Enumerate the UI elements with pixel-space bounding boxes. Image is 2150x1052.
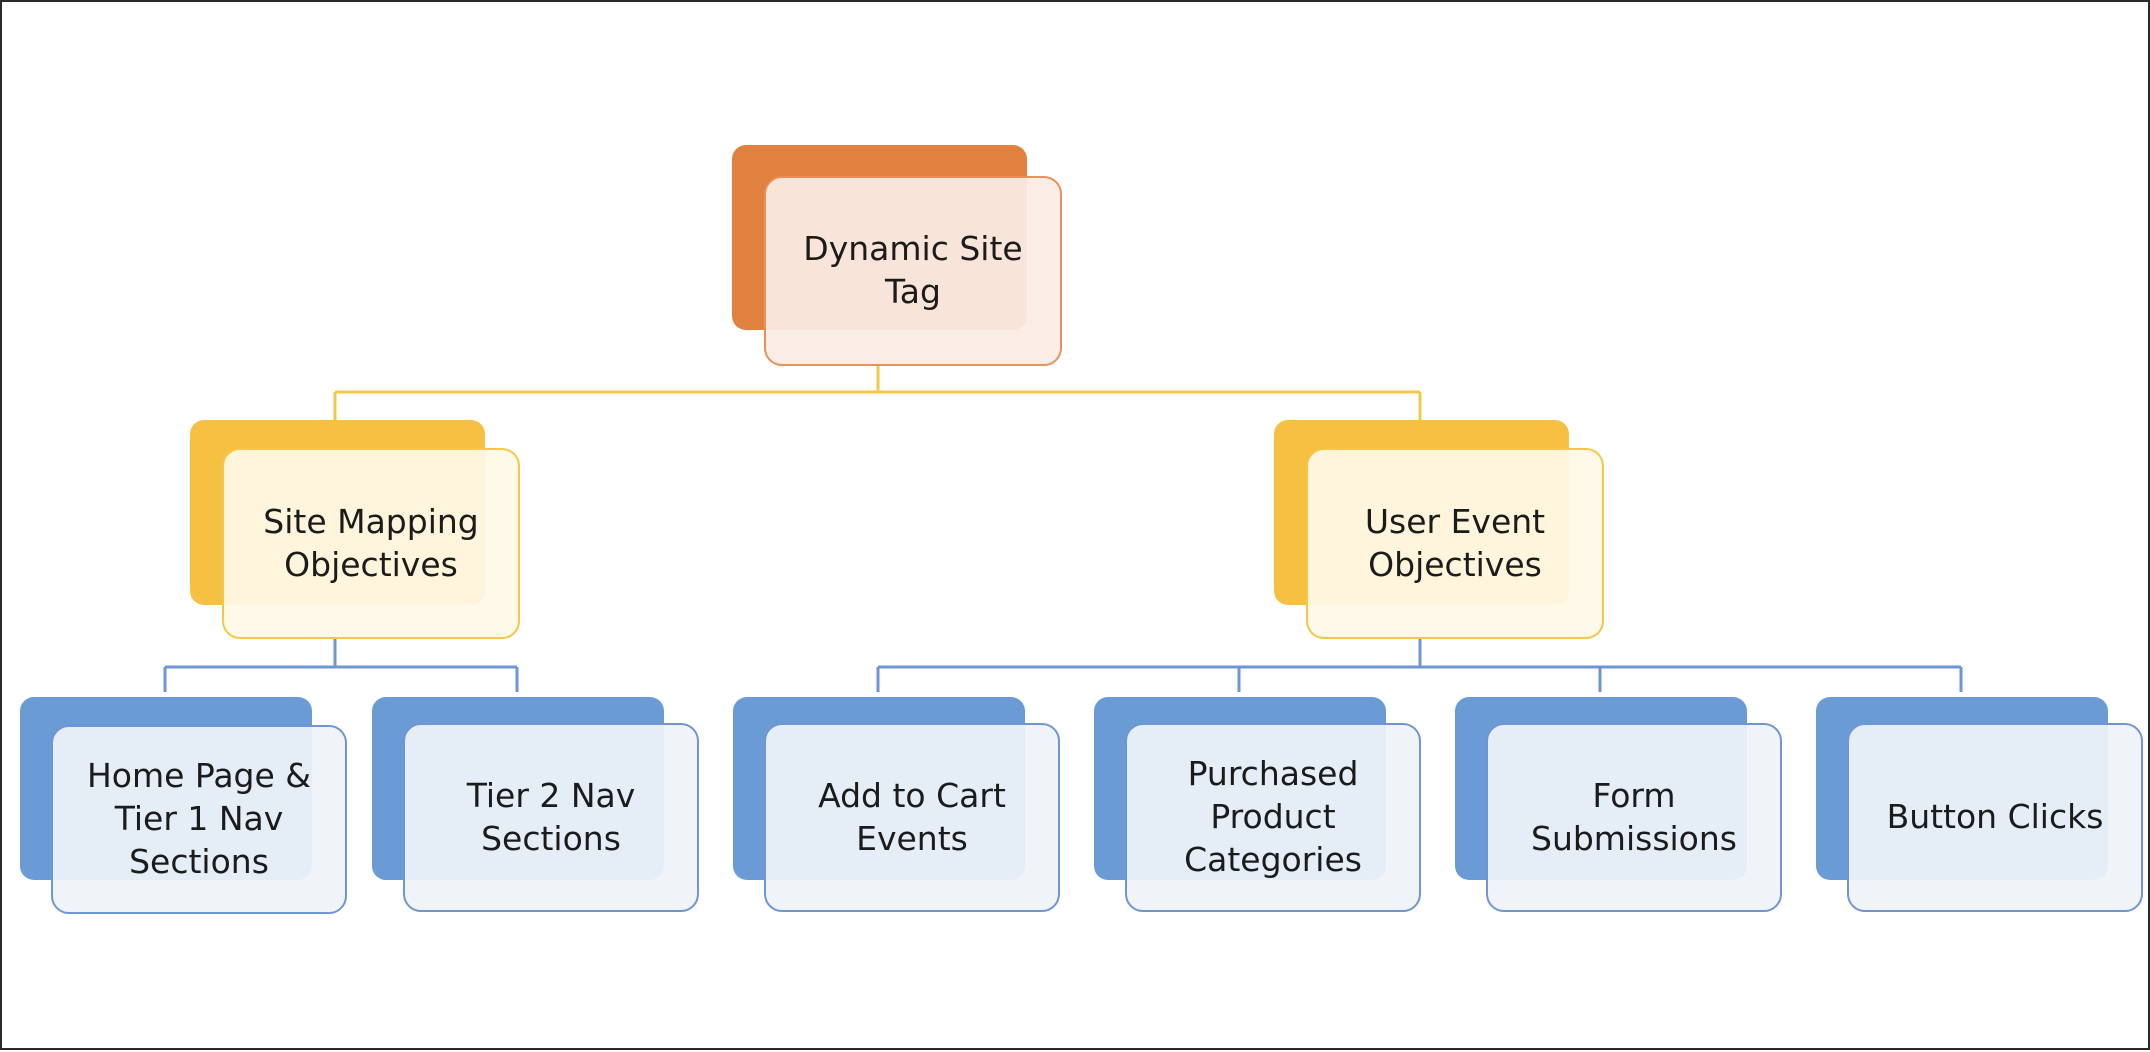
node-label: Dynamic Site Tag bbox=[803, 229, 1023, 311]
connector-user-event-children bbox=[876, 639, 1963, 692]
connector-root-to-branches bbox=[333, 365, 1422, 445]
node-label: Button Clicks bbox=[1886, 797, 2104, 837]
node-label: Purchased Product Categories bbox=[1184, 754, 1362, 879]
node-label: Tier 2 Nav Sections bbox=[466, 775, 636, 858]
node-label: User Event Objectives bbox=[1364, 501, 1546, 584]
node-label: Site Mapping Objectives bbox=[263, 501, 479, 584]
node-label: Form Submissions bbox=[1531, 775, 1737, 858]
node-label: Home Page & Tier 1 Nav Sections bbox=[86, 756, 312, 881]
node-label: Add to Cart Events bbox=[818, 775, 1006, 858]
connector-site-mapping-children bbox=[163, 639, 519, 692]
